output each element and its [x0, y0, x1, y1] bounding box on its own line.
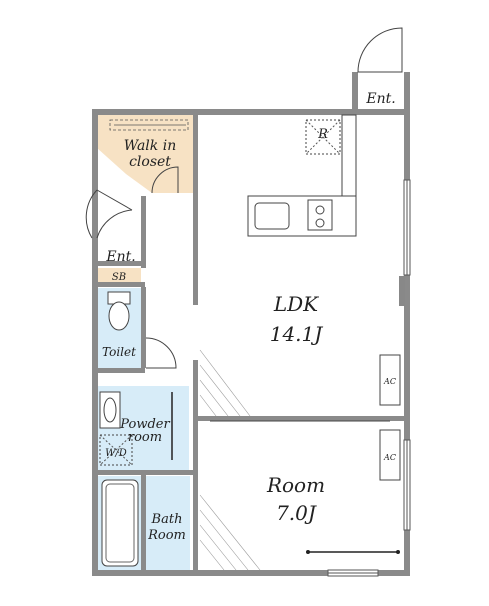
walk-in-closet-label-2: closet — [129, 154, 171, 170]
walk-in-closet-label: Walk in — [124, 138, 176, 154]
entrance-label: Ent. — [365, 91, 395, 107]
toilet-door — [145, 337, 177, 369]
entrance-door — [357, 27, 403, 73]
closet-door — [151, 166, 179, 194]
outer-walls — [92, 72, 410, 576]
toilet-label: Toilet — [102, 345, 136, 359]
bath-room-area — [146, 476, 190, 570]
bath-room-label: Bath — [151, 512, 183, 527]
side-entrance-door — [85, 189, 133, 239]
fridge-spot — [305, 119, 341, 155]
walk-in-closet-area — [97, 115, 195, 193]
ac-room-label: AC — [383, 453, 396, 462]
ldk-size-label: 14.1J — [270, 322, 324, 346]
interior-walls — [97, 115, 404, 570]
room-label: Room — [266, 473, 325, 497]
bath-room-label-2: Room — [147, 528, 186, 543]
ac-ldk-label: AC — [383, 377, 396, 386]
toilet-fixture — [107, 291, 131, 331]
ac-unit-ldk — [379, 354, 401, 406]
washer-label: W/D — [105, 448, 127, 459]
ac-unit-room — [379, 429, 401, 481]
washer-spot — [99, 434, 133, 466]
powder-basin — [99, 391, 121, 429]
shoe-box-area — [97, 268, 141, 282]
fridge-label: R — [317, 127, 328, 142]
hatch-lines — [199, 349, 261, 571]
ldk-label: LDK — [273, 292, 319, 316]
hanging-rail — [109, 119, 189, 131]
side-entrance-label: Ent. — [105, 249, 135, 265]
shoe-box-label: SB — [112, 272, 126, 283]
windows — [327, 179, 411, 577]
bathtub — [101, 479, 139, 567]
powder-room-label-2: room — [128, 430, 162, 445]
burner-icon — [315, 218, 325, 228]
kitchen-sink — [254, 202, 290, 230]
burner-icon — [315, 205, 325, 215]
room-size-label: 7.0J — [276, 501, 317, 525]
powder-room-label: Powder — [119, 417, 170, 432]
stove — [307, 199, 333, 231]
